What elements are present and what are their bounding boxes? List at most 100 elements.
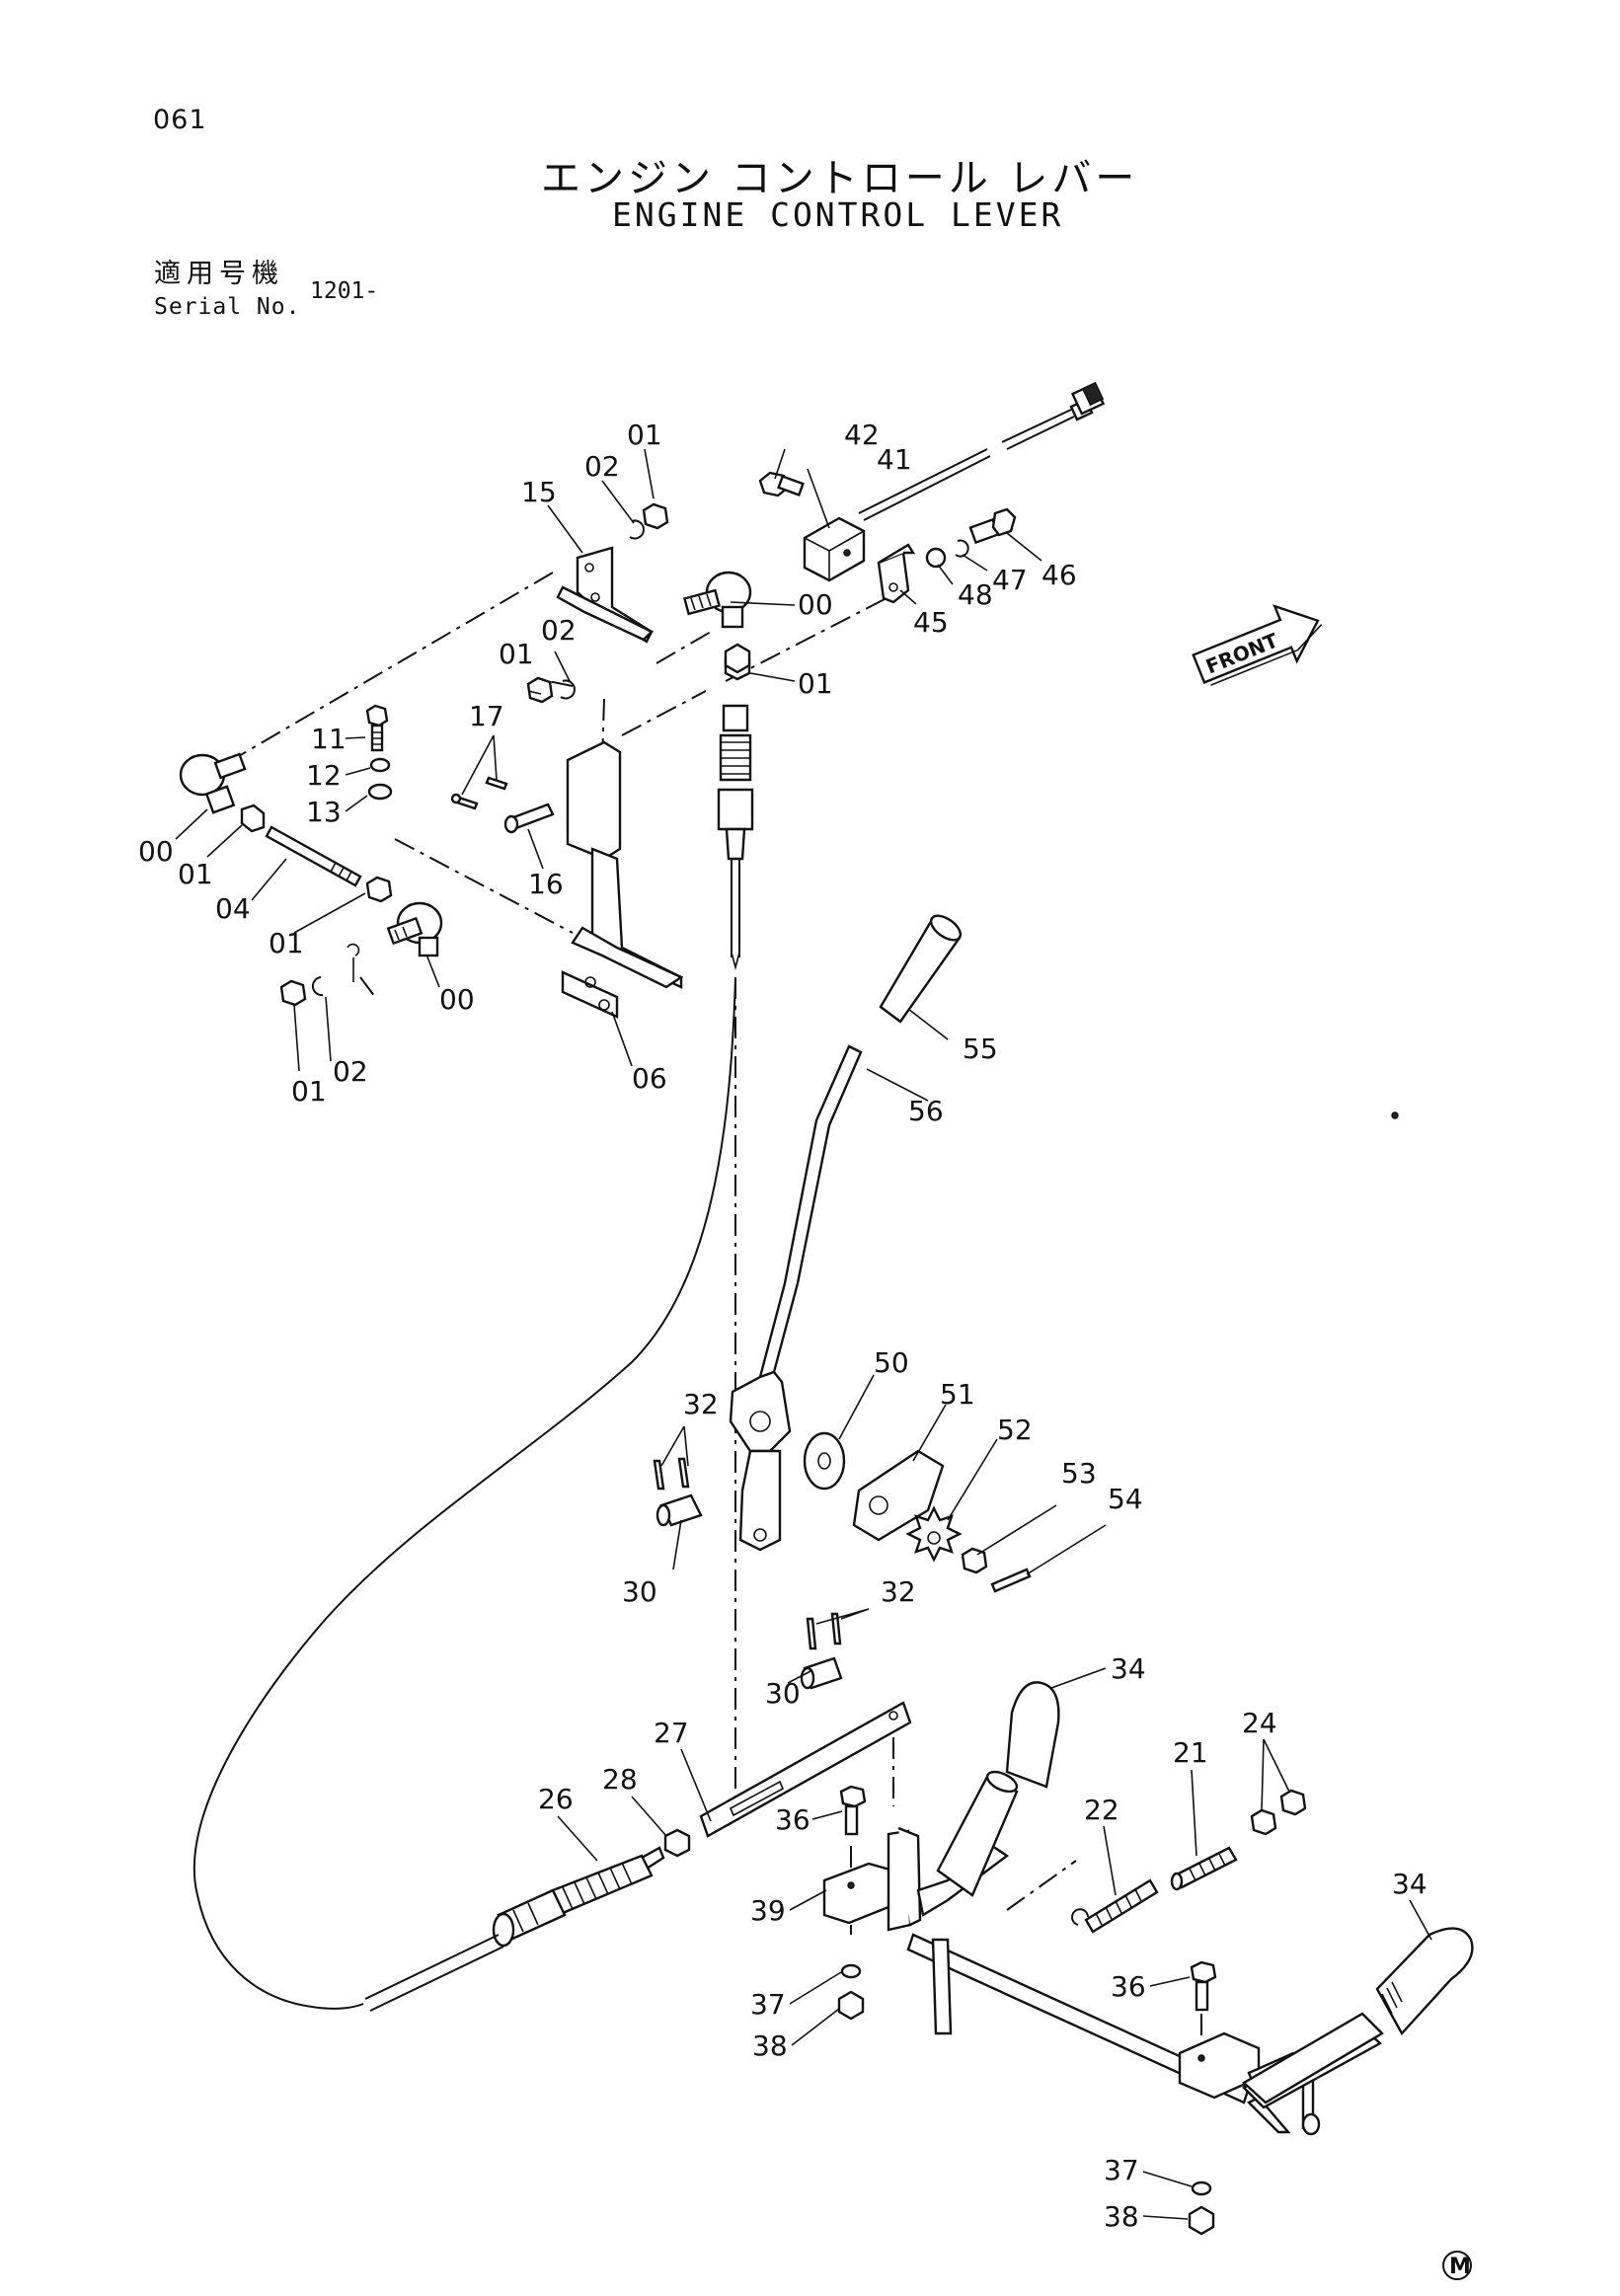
knob-55 xyxy=(879,914,963,1024)
callout-46: 46 xyxy=(1041,559,1077,591)
corner-mark-letter: M xyxy=(1449,2255,1471,2279)
callout-38: 38 xyxy=(752,2029,788,2062)
callout-51: 51 xyxy=(940,1378,975,1411)
callout-01: 01 xyxy=(291,1075,327,1108)
bolt-46 xyxy=(968,507,1017,545)
callout-11: 11 xyxy=(311,723,347,755)
washer-50 xyxy=(803,1431,846,1491)
callout-24: 24 xyxy=(1242,1707,1277,1739)
bolt-21 xyxy=(1170,1846,1238,1891)
callout-50: 50 xyxy=(874,1346,909,1379)
callout-01: 01 xyxy=(178,858,213,890)
lockwasher-47 xyxy=(955,539,969,558)
cable-end-fitting xyxy=(1069,381,1106,421)
lockwasher-02-bottom xyxy=(312,976,324,997)
pedal-cover-34-upper xyxy=(1005,1681,1060,1789)
callout-16: 16 xyxy=(528,868,564,900)
callout-01: 01 xyxy=(627,419,662,451)
serial-number-value: 1201- xyxy=(310,278,379,304)
callout-37: 37 xyxy=(1104,2154,1139,2186)
callout-02: 02 xyxy=(541,614,577,647)
callout-00: 00 xyxy=(798,588,833,621)
pin-30-lower xyxy=(800,1656,843,1690)
callout-01: 01 xyxy=(798,667,833,700)
callout-54: 54 xyxy=(1108,1483,1143,1515)
nut-38-right xyxy=(1188,2205,1215,2236)
callout-36: 36 xyxy=(775,1803,810,1836)
callout-32: 32 xyxy=(881,1575,916,1608)
link-27 xyxy=(699,1701,912,1838)
callout-38: 38 xyxy=(1104,2200,1139,2233)
engine-cable xyxy=(858,409,1072,514)
callout-39: 39 xyxy=(750,1894,786,1927)
foot-pad-34-lower xyxy=(1241,2012,1384,2105)
callout-13: 13 xyxy=(306,796,342,828)
bolt-11 xyxy=(365,704,389,752)
nut-01-stud xyxy=(365,876,393,903)
callout-00: 00 xyxy=(138,835,174,868)
callout-02: 02 xyxy=(584,450,620,483)
washer-48 xyxy=(925,547,947,569)
callout-01: 01 xyxy=(499,638,534,670)
bracket-06 xyxy=(561,740,684,1019)
callout-21: 21 xyxy=(1173,1736,1208,1769)
spring-22 xyxy=(1071,1878,1159,1934)
star-washer-52 xyxy=(905,1505,963,1563)
front-arrow: FRONT xyxy=(1192,604,1323,686)
cable-sleeve xyxy=(717,651,754,971)
washer-37-right xyxy=(1191,2181,1212,2196)
callout-36: 36 xyxy=(1111,1970,1146,2003)
nut-01-mid xyxy=(526,676,554,704)
nut-24-b xyxy=(1279,1789,1307,1816)
page-code: 061 xyxy=(153,105,207,135)
callout-00: 00 xyxy=(439,983,475,1016)
callout-17: 17 xyxy=(469,700,504,732)
bracket-15 xyxy=(556,546,655,644)
callout-34: 34 xyxy=(1392,1868,1427,1900)
serial-label-english: Serial No. xyxy=(154,294,301,320)
callout-48: 48 xyxy=(958,578,993,611)
nut-28 xyxy=(663,1828,691,1858)
callout-55: 55 xyxy=(963,1033,998,1065)
callout-22: 22 xyxy=(1084,1794,1119,1826)
pin-17 xyxy=(450,776,508,810)
callout-37: 37 xyxy=(750,1988,786,2021)
callout-15: 15 xyxy=(521,476,557,508)
callout-01: 01 xyxy=(269,927,304,959)
callout-53: 53 xyxy=(1061,1457,1097,1490)
callout-27: 27 xyxy=(654,1717,689,1749)
stray-mark xyxy=(1391,1111,1399,1119)
callout-labels: 01 02 15 42 41 00 01 45 48 47 46 01 02 1… xyxy=(138,419,1427,2233)
callout-30: 30 xyxy=(765,1677,801,1710)
bracket-39 xyxy=(822,1826,922,1932)
callout-04: 04 xyxy=(215,892,251,925)
callout-56: 56 xyxy=(908,1095,944,1127)
callout-12: 12 xyxy=(306,759,342,792)
nut-01-left xyxy=(240,804,266,833)
pin-16 xyxy=(503,803,555,834)
stud-04 xyxy=(265,825,362,887)
lockwasher-02-mid xyxy=(560,679,576,700)
rod-end-00-top xyxy=(683,571,752,629)
washer-13 xyxy=(367,783,393,801)
callout-06: 06 xyxy=(632,1062,667,1095)
corner-mark: M xyxy=(1442,2251,1472,2280)
control-lever-56 xyxy=(729,1044,863,1552)
callout-52: 52 xyxy=(997,1414,1033,1446)
serial-label-japanese: 適用号機 xyxy=(154,259,284,289)
nut-01-bottom xyxy=(279,979,307,1007)
leader-lines xyxy=(175,448,1432,2220)
title-japanese: エンジン コントロール レバー xyxy=(541,156,1139,201)
nut-24-a xyxy=(1250,1808,1277,1836)
cable-26 xyxy=(364,1846,665,2012)
title-english: ENGINE CONTROL LEVER xyxy=(612,195,1064,234)
callout-45: 45 xyxy=(913,606,949,639)
lockwasher-12 xyxy=(369,757,391,773)
washer-37-left xyxy=(840,1963,862,1979)
callout-47: 47 xyxy=(992,564,1028,596)
nut-01-top xyxy=(642,502,669,530)
callout-41: 41 xyxy=(877,443,912,476)
bolt-42 xyxy=(758,471,805,497)
nut-01-cable xyxy=(724,643,751,674)
